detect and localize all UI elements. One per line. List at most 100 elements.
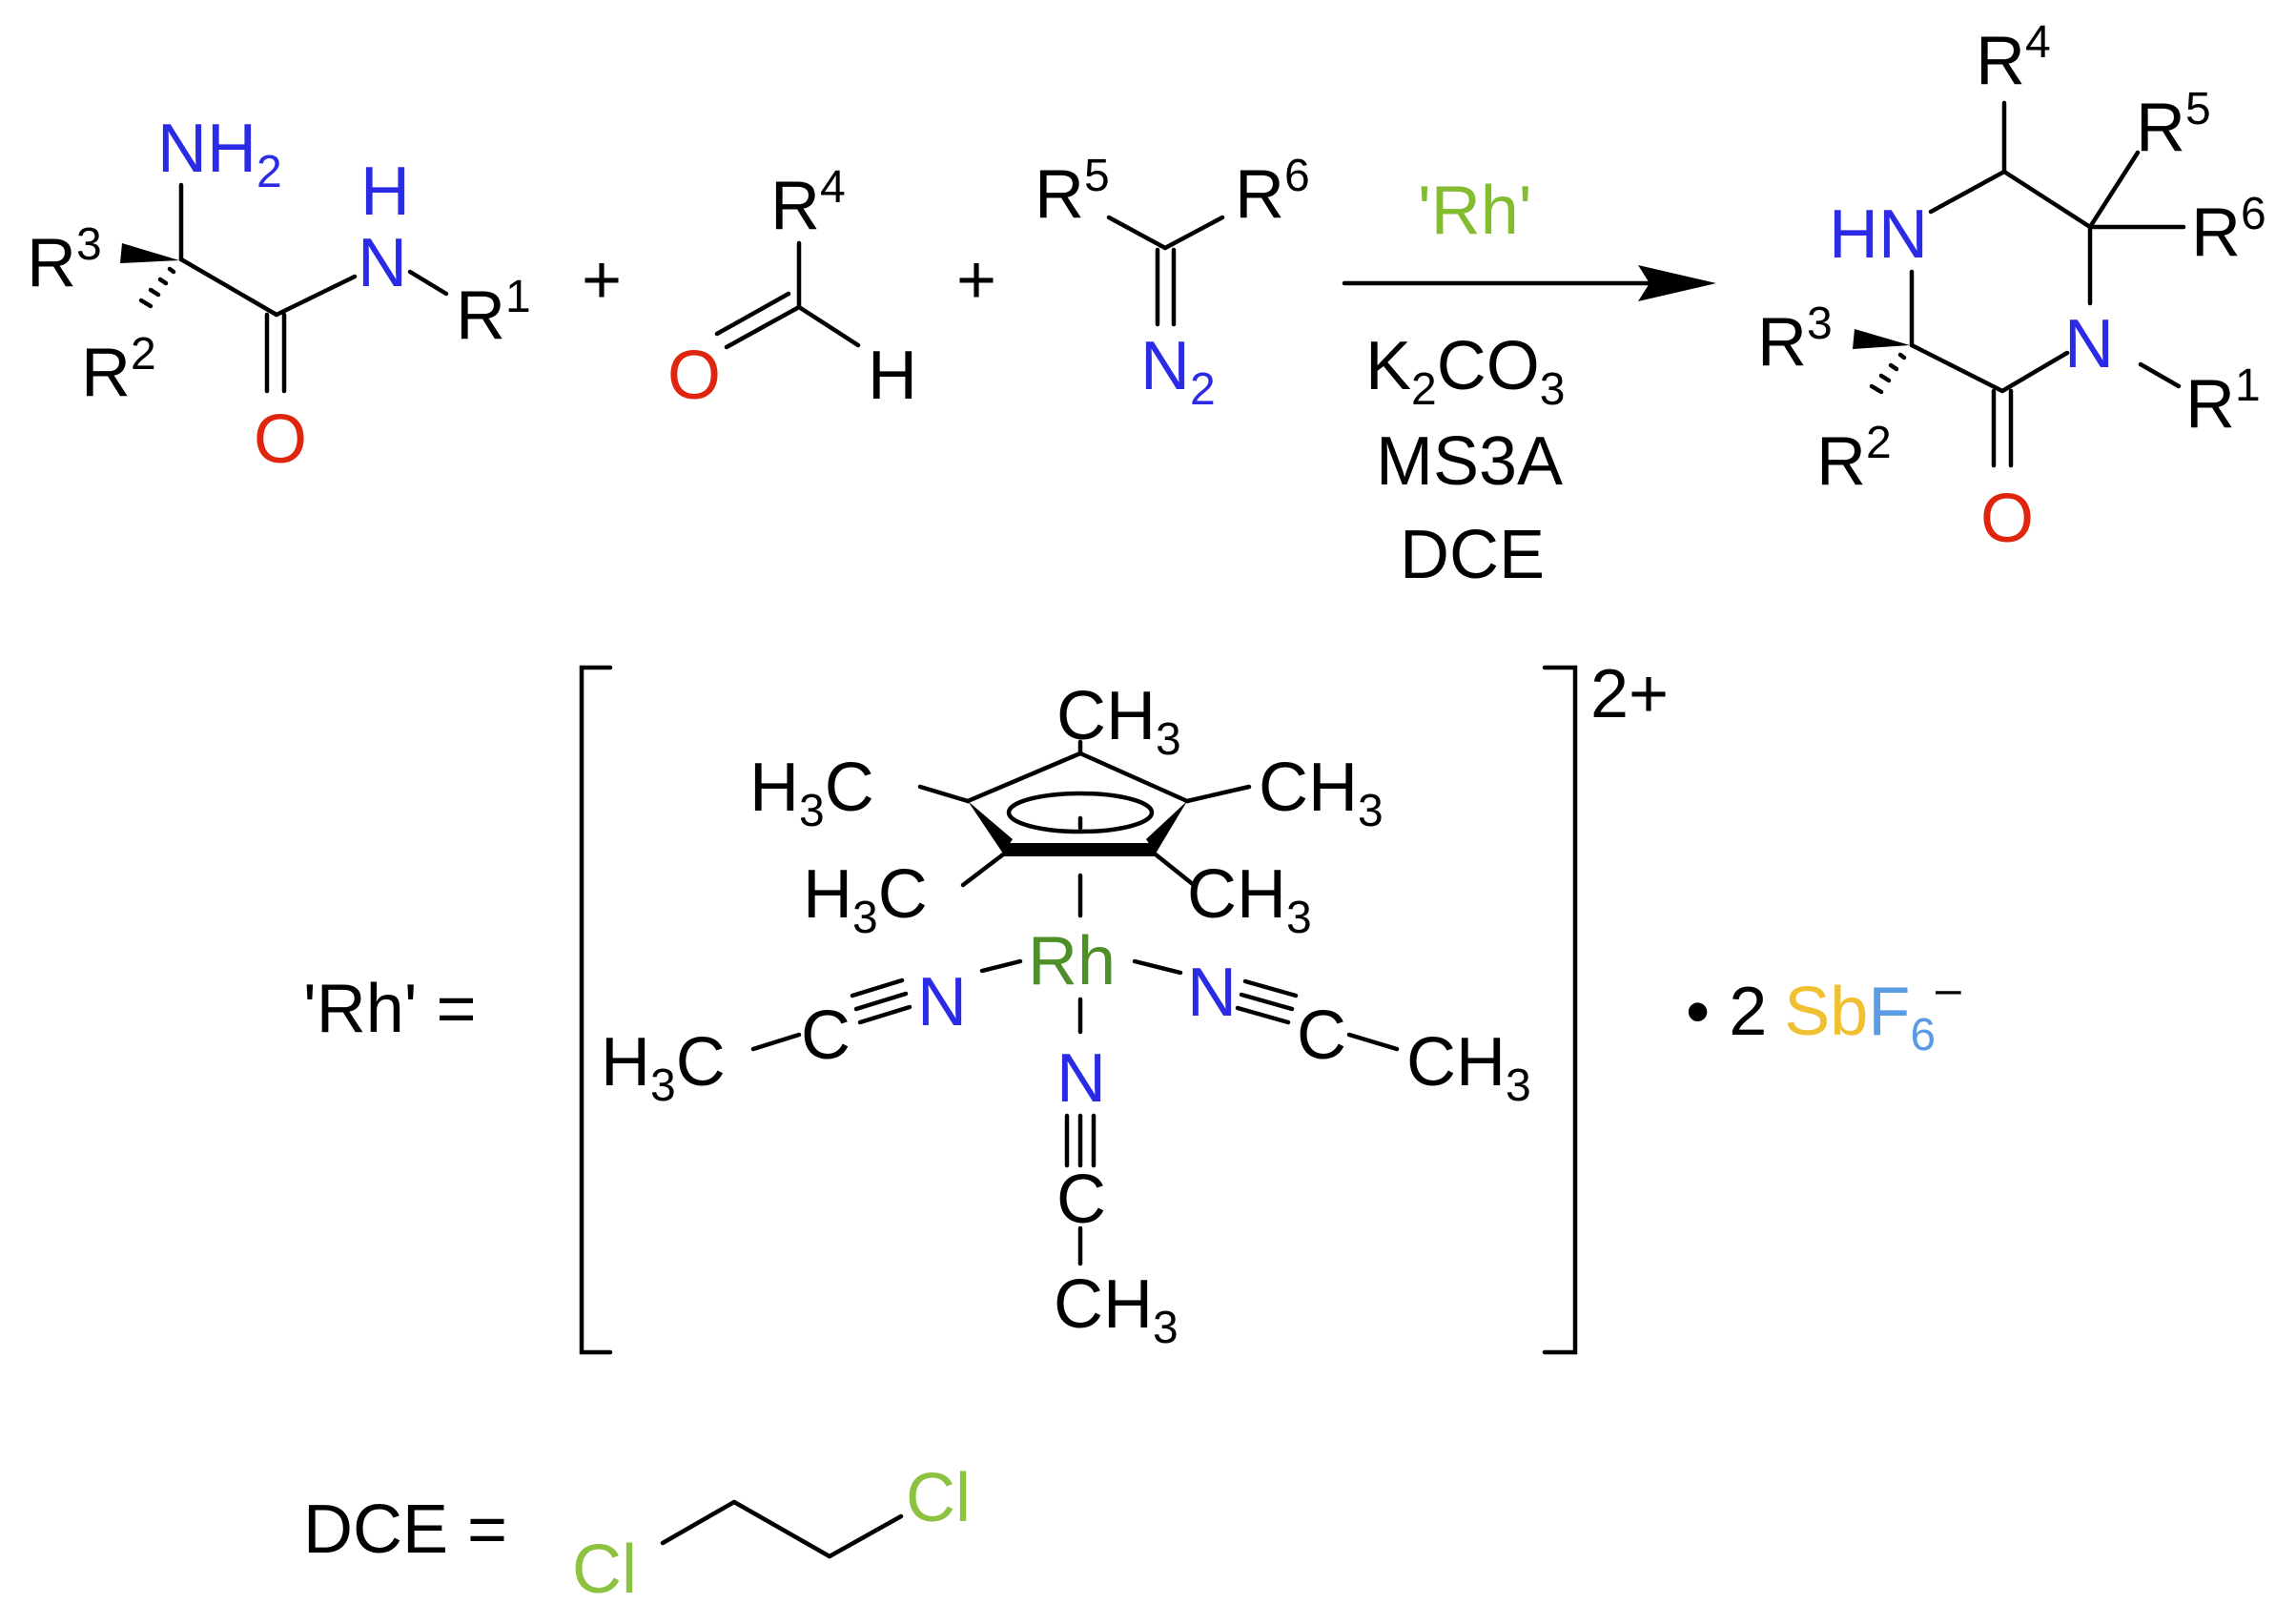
bond-c-r5 [1106,215,1168,251]
acetonitrile-ligand-bottom: N C CH3 [1054,997,1179,1353]
bond-n1-carbonyl [1999,350,2070,394]
bond-carbonyl-nh [274,274,358,318]
methyl-top-label: CH3 [1056,678,1181,765]
catalyst-label: 'Rh' [1418,173,1532,249]
r4-group-label: R4 [1976,17,2051,99]
reaction-arrow-head [1638,265,1716,301]
bond-c-h [796,304,861,348]
r5-group-label: R5 [2136,84,2211,166]
bond-nh-r1 [407,269,449,297]
r6-group-label: R6 [1235,151,1310,233]
r3-group-label: R3 [27,219,102,301]
dce-definition: DCE = Cl Cl [303,1460,971,1605]
dce-bond-3 [827,1513,904,1559]
base-label: K2CO3 [1365,328,1565,415]
bond-c-methyl-left [750,1032,802,1052]
reaction-arrow-group: 'Rh' K2CO3 MS3A DCE [1342,173,1716,593]
triple-bond-right-1 [1239,992,1295,1012]
dce-definition-label: DCE = [303,1492,507,1568]
amide-n-label: N [358,225,407,301]
hashed-bond-r2 [138,266,176,309]
nitrile-carbon-right-label: C [1297,998,1346,1074]
methyl-upper-left-label: H3C [749,750,874,836]
nitrogen-left-label: N [917,964,967,1040]
r6-group-label: R6 [2191,189,2266,271]
nitrogen-right-label: N [1187,955,1237,1031]
complex-charge: 2+ [1590,656,1669,732]
acetonitrile-ligand-right: N C CH3 [1132,955,1531,1111]
bond-upper-right-methyl [1184,784,1252,804]
rhodium-catalyst-definition: 'Rh' = 2+ CH3 H3C CH3 H3C CH3 Rh [303,656,1961,1355]
r3-group-label: R3 [1757,298,1833,381]
chlorine-right-label: Cl [906,1460,971,1536]
r2-group-label: R2 [1816,418,1892,500]
methyl-left-label: H3C [601,1024,726,1111]
ring-bond-left-bold [968,801,1013,854]
aldehyde-o-label: O [667,338,721,414]
plus-sign-1: + [582,242,622,319]
bond-upper-left-methyl [917,784,971,804]
chlorine-left-label: Cl [572,1532,637,1605]
nitrogen-bottom-label: N [1056,1040,1106,1117]
r4-group-label: R4 [770,162,846,244]
methyl-lower-left-label: H3C [803,856,928,943]
molecular-sieves-label: MS3A [1376,423,1563,500]
solvent-label: DCE [1400,517,1545,593]
nitrile-carbon-bottom-label: C [1056,1162,1106,1238]
right-bracket [1542,665,1578,1355]
dce-bond-2 [731,1499,832,1559]
methyl-right-label: CH3 [1406,1024,1531,1111]
bond-c-o-1 [724,304,802,350]
piperazinone-product: R4 R5 R6 HN N R1 R3 R2 O [1757,17,2266,557]
amide-h-label: H [360,154,410,230]
ring-bond-top-right [1077,751,1190,804]
product-n-label: N [2064,306,2114,382]
diazo-n2-label: N2 [1140,328,1216,415]
r1-group-label: R1 [456,272,531,354]
triple-bond-right-2 [1235,1005,1291,1025]
catalyst-definition-label: 'Rh' = [303,971,477,1047]
product-nh-label: HN [1829,196,1928,273]
amine-nh2-label: NH2 [157,111,282,197]
aldehyde-h-label: H [868,338,917,414]
wedge-bond-r3 [120,243,179,263]
amino-amide-reactant: NH2 H N R1 R3 R2 O [27,111,531,478]
triple-bond-right-3 [1242,978,1299,998]
aromatic-circle [1006,791,1155,834]
r5-group-label: R5 [1035,151,1110,233]
bond-rh-n-right [1132,958,1183,976]
diazo-reactant: R5 R6 N2 [1035,151,1310,415]
cp-star-ring: CH3 H3C CH3 H3C CH3 [749,678,1384,943]
bond-c-methyl-right [1346,1032,1400,1052]
ring-bond-top-left [965,751,1083,804]
triple-bond-left-3 [850,977,905,998]
bond-n1-r1 [2138,361,2182,389]
rhodium-atom-label: Rh [1028,923,1116,999]
bond-lower-right-methyl [1153,852,1197,888]
bond-lower-left-methyl [960,852,1006,888]
bond-ca-carbonyl [178,257,279,318]
product-carbonyl-o-label: O [1980,481,2034,557]
bond-c6-r5 [2087,150,2141,230]
bond-nh-c5 [1928,169,2007,215]
ring-bond-front-bold [1003,843,1156,856]
r1-group-label: R1 [2185,360,2261,442]
bond-n-rh-left [979,958,1023,974]
methyl-lower-right-label: CH3 [1187,856,1312,943]
nitrile-carbon-left-label: C [801,998,851,1074]
aldehyde-reactant: R4 O H [667,162,917,414]
methyl-bottom-label: CH3 [1054,1266,1179,1353]
acetonitrile-ligand-left: N C H3C [601,958,1023,1111]
hashed-bond-r2 [1869,352,1907,395]
amide-carbonyl-o-label: O [254,401,307,478]
left-bracket [579,665,613,1355]
dce-bond-1 [660,1499,737,1546]
r2-group-label: R2 [81,329,156,411]
wedge-bond-r3 [1853,329,1910,349]
bond-c5-c6 [2001,169,2093,230]
ring-bond-right-bold [1146,801,1187,854]
triple-bond-left-1 [853,991,909,1012]
bond-c-r6 [1162,215,1225,251]
